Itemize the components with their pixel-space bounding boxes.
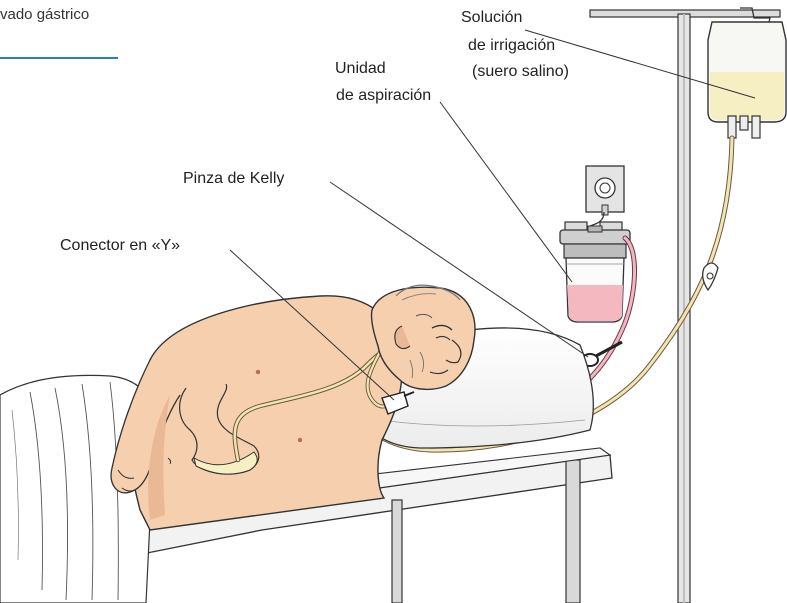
label-irrigation-line1: Solución <box>461 7 522 28</box>
patient-torso <box>111 296 402 530</box>
label-kelly-clamp: Pinza de Kelly <box>183 168 284 189</box>
irrigation-bag <box>708 8 786 138</box>
wall-suction-unit <box>586 166 624 215</box>
label-y-connector: Conector en «Y» <box>60 235 180 256</box>
label-suction-line2: de aspiración <box>336 85 431 106</box>
label-irrigation-line3: (suero salino) <box>472 61 569 82</box>
suction-canister <box>560 212 630 322</box>
leader-suction <box>440 102 572 282</box>
label-irrigation-line2: de irrigación <box>468 35 555 56</box>
roller-clamp <box>703 263 718 290</box>
label-suction-line1: Unidad <box>335 58 386 79</box>
